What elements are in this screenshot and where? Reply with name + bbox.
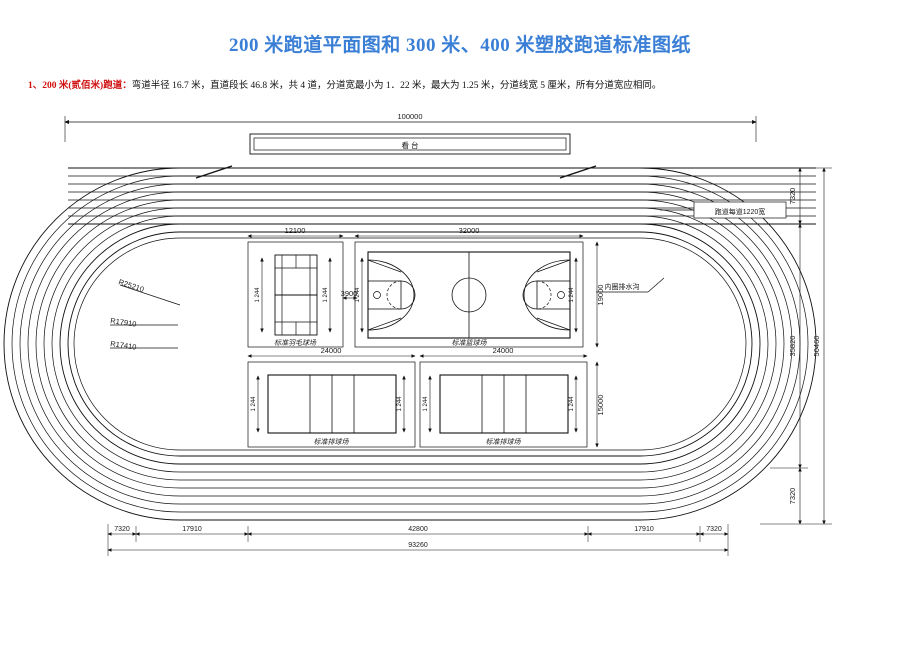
radius-callout-2: R17410 <box>110 339 137 352</box>
lane-note-label: 跑道每道1220宽 <box>715 207 766 216</box>
lower-block-height-dim: 15000 <box>596 395 605 416</box>
right-dimension-chain <box>760 167 832 525</box>
court-gap-dim: 3900 <box>341 289 358 298</box>
badminton-height-dim-2: 1 244 <box>323 287 329 303</box>
radius-leader-lines <box>110 284 181 349</box>
badminton-height-dim: 1 244 <box>255 287 261 303</box>
bottom-dim-overall: 93260 <box>408 542 428 549</box>
grandstand-box <box>249 133 571 155</box>
grandstand-label: 看 台 <box>401 140 418 150</box>
page-title: 200 米跑道平面图和 300 米、400 米塑胶跑道标准图纸 <box>228 35 691 56</box>
top-overall-dimension <box>64 116 757 142</box>
badminton-court-label: 标准羽毛球场 <box>274 339 317 347</box>
basketball-inner-height-dim-2: 1 244 <box>569 287 575 303</box>
basketball-court-label: 标准篮球场 <box>452 339 488 347</box>
drain-note-callout <box>596 277 665 293</box>
bottom-dim-3: 17910 <box>634 526 654 533</box>
volleyball-right-label: 标准排球场 <box>486 438 522 446</box>
radius-callout-0: R25210 <box>117 277 145 294</box>
right-dim-overall: 50460 <box>812 336 821 357</box>
spec-paragraph: 1、200 米(贰佰米)跑道：弯道半径 16.7 米，直道段长 46.8 米，共… <box>28 79 898 93</box>
right-dim-top: 7320 <box>788 188 797 205</box>
drain-note-label: 内圈排水沟 <box>605 282 640 291</box>
badminton-width-dim: 12100 <box>285 226 306 235</box>
bottom-dim-1: 17910 <box>182 526 202 533</box>
top-overall-dim-label: 100000 <box>397 112 422 121</box>
volleyball-right-height-dim-2: 1 244 <box>569 396 575 412</box>
volleyball-left-height-dim: 1 244 <box>251 396 257 412</box>
track-lane-rings <box>3 167 817 521</box>
basketball-inner-height-dim: 1 244 <box>355 287 361 303</box>
spec-paragraph-body: 弯道半径 16.7 米，直道段长 46.8 米，共 4 道，分道宽最小为 1．2… <box>131 81 662 91</box>
volleyball-left-height-dim-2: 1 244 <box>397 396 403 412</box>
bottom-dim-0: 7320 <box>114 526 130 533</box>
volleyball-court-right <box>419 361 588 448</box>
radius-callout-1: R17910 <box>110 316 137 329</box>
badminton-court <box>247 241 344 348</box>
volleyball-right-height-dim: 1 244 <box>423 396 429 412</box>
right-dim-middle: 35820 <box>788 336 797 357</box>
volleyball-right-width-dim: 24000 <box>493 346 514 355</box>
lane-note-callout <box>660 201 787 219</box>
right-dim-bottom: 7320 <box>788 488 797 505</box>
basketball-court <box>354 241 584 348</box>
volleyball-left-label: 标准排球场 <box>314 438 350 446</box>
track-straight-extensions <box>68 165 816 225</box>
basketball-height-dim: 19000 <box>596 285 605 306</box>
basketball-width-dim: 32000 <box>459 226 480 235</box>
field-dimension-lines <box>247 234 599 448</box>
volleyball-court-left <box>247 361 416 448</box>
volleyball-left-width-dim: 24000 <box>321 346 342 355</box>
track-plan-drawing: 100000 看 台 跑道每道1220宽 内圈排水沟 R25210 R17910… <box>0 100 920 580</box>
bottom-dim-2: 42800 <box>408 526 428 533</box>
bottom-dim-4: 7320 <box>706 526 722 533</box>
bottom-dimension-chain <box>107 524 729 556</box>
spec-paragraph-lead: 1、200 米(贰佰米)跑道： <box>28 81 132 91</box>
